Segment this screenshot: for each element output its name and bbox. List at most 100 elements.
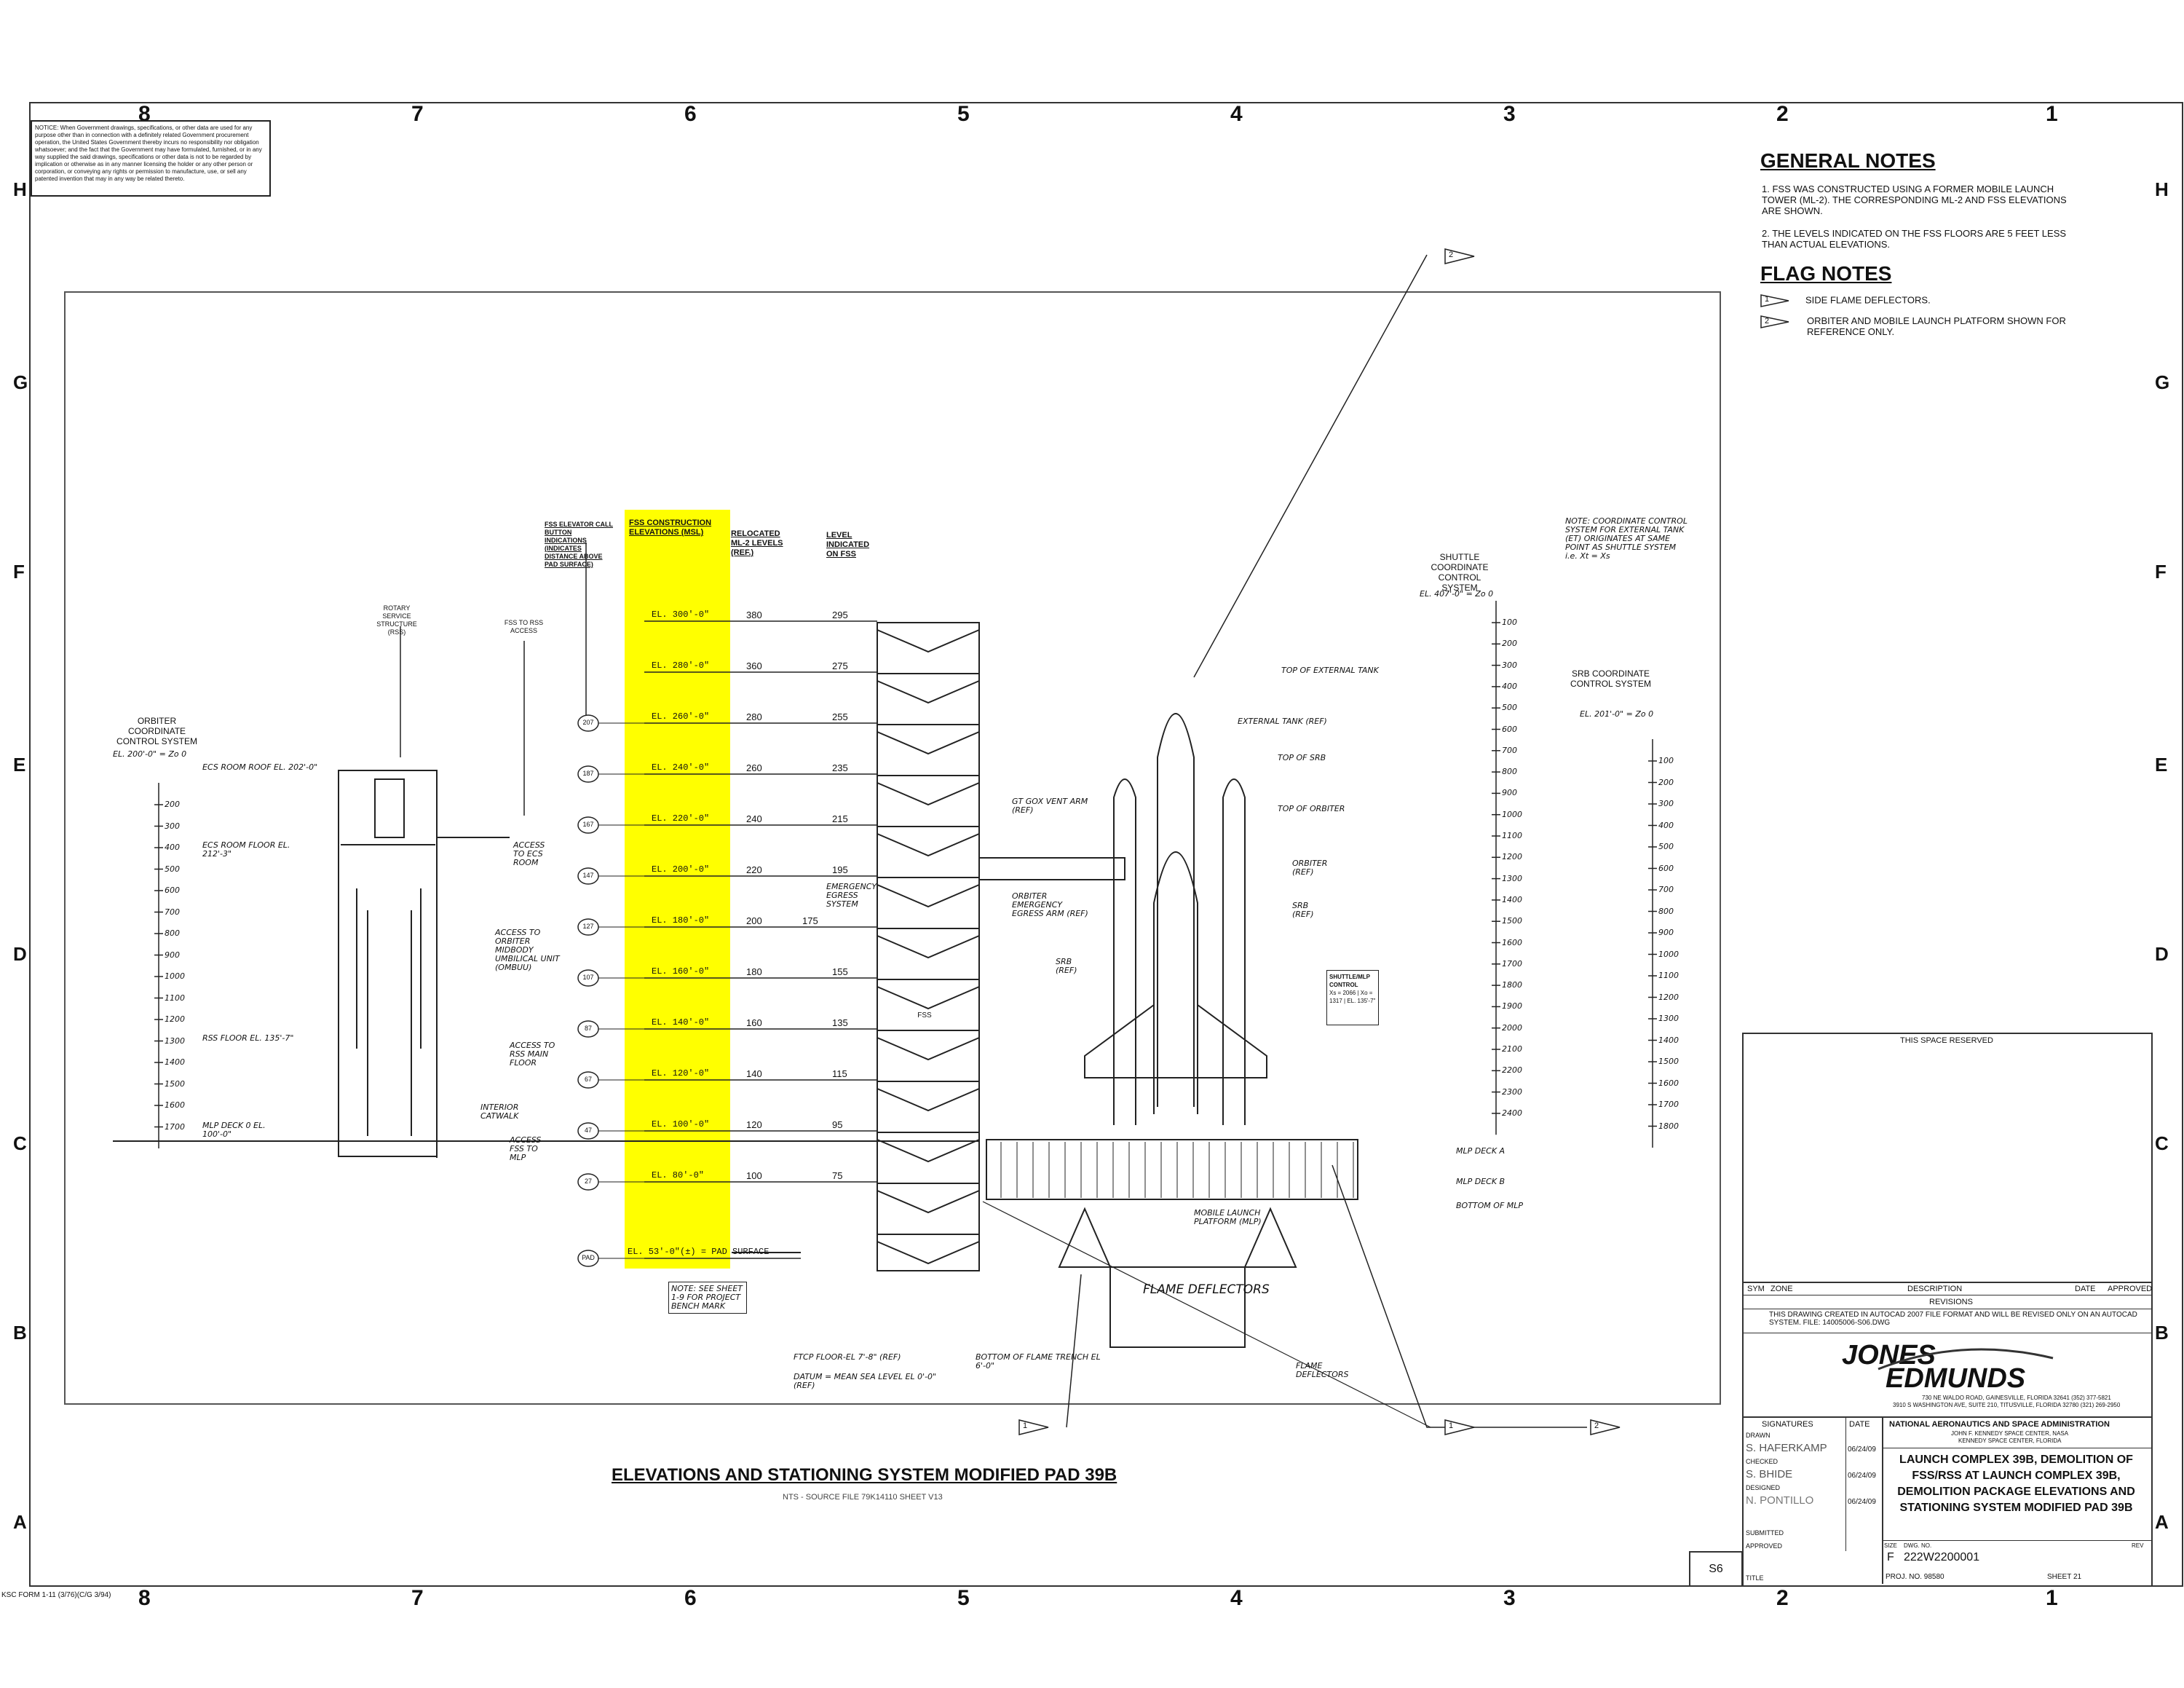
elevator-button-label: 207 xyxy=(582,719,594,726)
ml2-level: 200 xyxy=(746,915,762,926)
agency-name: NATIONAL AERONAUTICS AND SPACE ADMINISTR… xyxy=(1889,1420,2110,1429)
ml2-level: 140 xyxy=(746,1068,762,1079)
scale-tick-label: 700 xyxy=(165,907,180,917)
sheet-number: SHEET 21 xyxy=(2047,1573,2082,1581)
fss-level: 215 xyxy=(832,813,848,824)
scale-tick-label: 200 xyxy=(1658,777,1674,787)
scale-tick-label: 2000 xyxy=(1502,1022,1522,1033)
construction-elevation: EL. 260'-0" xyxy=(652,711,710,722)
size-label: SIZE xyxy=(1884,1542,1897,1549)
scale-tick-label: 2100 xyxy=(1502,1044,1522,1054)
flame-deflector-right xyxy=(1243,1207,1297,1268)
title-label: TITLE xyxy=(1746,1574,1764,1582)
company-logo-edmunds: EDMUNDS xyxy=(1886,1363,2026,1394)
scale-tick-label: 600 xyxy=(165,886,180,895)
srb-ccs-label: SRB COORDINATE CONTROL SYSTEM xyxy=(1570,669,1651,689)
ml2-level: 240 xyxy=(746,813,762,824)
flag-notes-heading: FLAG NOTES xyxy=(1760,262,1892,285)
elevator-button-label: 147 xyxy=(582,872,594,879)
scale-tick-label: 1400 xyxy=(1502,894,1522,904)
mobile-launch-platform xyxy=(986,1139,1358,1200)
bench-mark-note: NOTE: SEE SHEET 1-9 FOR PROJECT BENCH MA… xyxy=(668,1282,747,1314)
scale-tick-label: 2200 xyxy=(1502,1065,1522,1076)
construction-elevation: EL. 200'-0" xyxy=(652,864,710,875)
rev-date-header: DATE xyxy=(2075,1285,2096,1293)
fss-bracing xyxy=(877,622,980,1265)
scale-tick-label: 1800 xyxy=(1658,1121,1679,1131)
elevator-button-label: 47 xyxy=(584,1127,592,1134)
mlp-bottom-label: BOTTOM OF MLP xyxy=(1456,1201,1524,1210)
scale-tick-label: 1200 xyxy=(165,1014,185,1024)
general-note-2: 2. THE LEVELS INDICATED ON THE FSS FLOOR… xyxy=(1762,228,2067,250)
fss-level: 95 xyxy=(832,1119,843,1130)
zone-top-5: 5 xyxy=(957,102,970,126)
external-tank-label: EXTERNAL TANK (REF) xyxy=(1238,717,1327,726)
side-flame-label: FLAME DEFLECTORS xyxy=(1296,1361,1349,1379)
construction-elevation: EL. 280'-0" xyxy=(652,660,710,671)
zone-bottom-6: 6 xyxy=(684,1586,697,1610)
scale-tick-label: 1600 xyxy=(1502,937,1522,947)
mlp-label: MOBILE LAUNCH PLATFORM (MLP) xyxy=(1194,1208,1262,1226)
general-note-1: 1. FSS WAS CONSTRUCTED USING A FORMER MO… xyxy=(1762,184,2067,216)
rev-desc-header: DESCRIPTION xyxy=(1907,1285,1963,1293)
scale-tick-label: 500 xyxy=(165,864,180,874)
rev-sym-header: SYM xyxy=(1747,1285,1765,1293)
access-ecs-label: ACCESS TO ECS ROOM xyxy=(513,840,545,867)
form-id: KSC FORM 1-11 (3/76)(C/G 3/94) xyxy=(1,1591,111,1599)
flame-trench-label: BOTTOM OF FLAME TRENCH EL 6'-0" xyxy=(976,1352,1101,1370)
zone-left-G: G xyxy=(13,371,28,393)
shuttle-ccs-el: EL. 407'-0" = Zo 0 xyxy=(1420,589,1494,599)
scale-tick-label: 1500 xyxy=(1502,916,1522,926)
fss-level: 155 xyxy=(832,966,848,977)
flame-deflectors-label: FLAME DEFLECTORS xyxy=(1143,1282,1270,1297)
zone-top-4: 4 xyxy=(1230,102,1243,126)
zone-bottom-3: 3 xyxy=(1503,1586,1516,1610)
fss-level: 195 xyxy=(832,864,848,875)
elevator-button-label: 87 xyxy=(584,1025,592,1032)
scale-tick-label: 1000 xyxy=(165,971,185,981)
fss-to-rss-label: FSS TO RSS ACCESS xyxy=(504,619,544,634)
mlp-deck0-label: MLP DECK 0 EL. 100'-0" xyxy=(202,1121,266,1139)
zone-bottom-5: 5 xyxy=(957,1586,970,1610)
ml2-level: 220 xyxy=(746,864,762,875)
drawn-by: S. HAFERKAMP xyxy=(1746,1442,1827,1454)
ml2-level: 180 xyxy=(746,966,762,977)
ecs-roof-label: ECS ROOM ROOF EL. 202'-0" xyxy=(202,762,318,772)
orbiter-label: ORBITER (REF) xyxy=(1292,859,1328,877)
scale-tick-label: 600 xyxy=(1658,863,1674,873)
scale-tick-label: 500 xyxy=(1658,842,1674,851)
zone-left-B: B xyxy=(13,1322,27,1344)
drawing-frame xyxy=(29,102,2183,1587)
fss-label: FSS xyxy=(917,1011,932,1019)
relocated-column-header: RELOCATED ML-2 LEVELS (REF.) xyxy=(731,529,783,557)
government-notice: NOTICE: When Government drawings, specif… xyxy=(31,120,271,197)
zone-top-7: 7 xyxy=(411,102,424,126)
sheet-id: S6 xyxy=(1689,1551,1743,1587)
designed-date: 06/24/09 xyxy=(1848,1498,1876,1506)
elevator-button-label: 167 xyxy=(582,821,594,828)
ml2-level: 100 xyxy=(746,1170,762,1181)
scale-tick-label: 100 xyxy=(1502,618,1517,627)
scale-tick-label: 900 xyxy=(165,950,180,960)
construction-elevation: EL. 100'-0" xyxy=(652,1119,710,1129)
elevation-drawing-area xyxy=(64,291,1721,1405)
fss-tower xyxy=(877,622,980,1271)
zone-top-1: 1 xyxy=(2046,102,2058,126)
title-block xyxy=(1742,1033,2153,1587)
date-header: DATE xyxy=(1849,1420,1870,1429)
autocad-note: THIS DRAWING CREATED IN AUTOCAD 2007 FIL… xyxy=(1769,1311,2137,1327)
construction-elevation: EL. 140'-0" xyxy=(652,1017,710,1028)
elevator-button-label: 67 xyxy=(584,1076,592,1083)
scale-tick-label: 1300 xyxy=(165,1036,185,1046)
srb-ref-label: SRB (REF) xyxy=(1056,957,1077,975)
logo-swoosh-icon xyxy=(1878,1348,2054,1370)
size-value: F xyxy=(1887,1551,1894,1563)
zone-left-E: E xyxy=(13,754,26,776)
scale-tick-label: 400 xyxy=(1502,681,1517,691)
scale-tick-label: 900 xyxy=(1502,788,1517,798)
shuttle-srb-left xyxy=(1113,778,1136,1125)
scale-tick-label: 2400 xyxy=(1502,1108,1522,1118)
access-rss-label: ACCESS TO RSS MAIN FLOOR xyxy=(510,1041,555,1068)
ml2-level: 380 xyxy=(746,610,762,620)
